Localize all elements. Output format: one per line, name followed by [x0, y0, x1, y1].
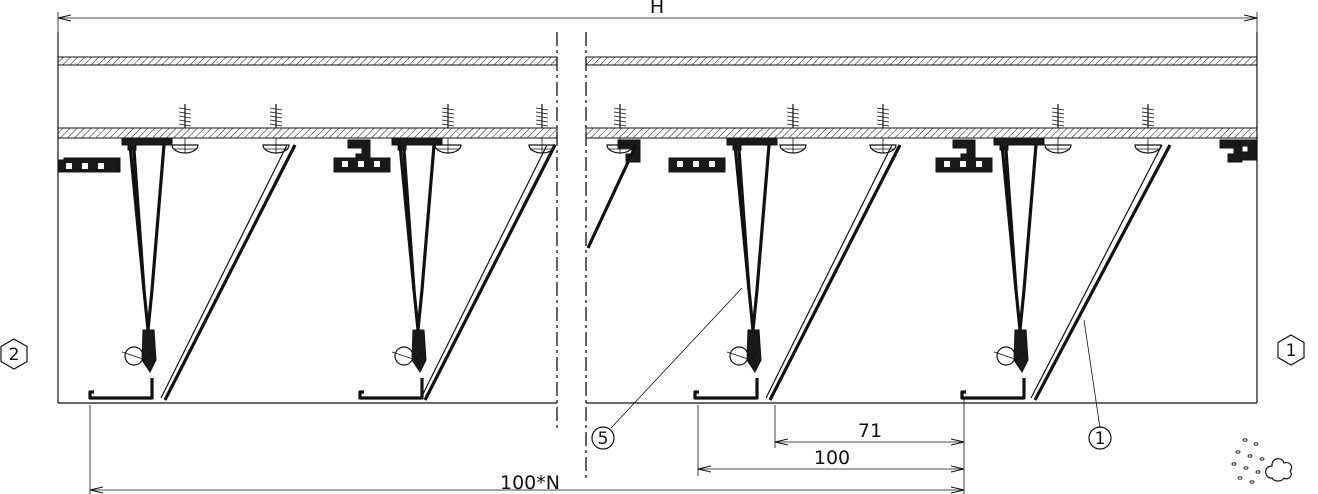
wood-screw-icon	[171, 104, 199, 154]
wood-screw-icon	[606, 104, 634, 154]
callout-hexagon-right: 1	[1277, 334, 1305, 366]
carrier-top-rail	[121, 137, 173, 151]
svg-text:1: 1	[1095, 429, 1106, 449]
wind-symbol-icon	[1231, 438, 1293, 484]
svg-text:5: 5	[598, 429, 609, 449]
carrier-top-rail	[726, 137, 778, 151]
diagonal-panel	[423, 144, 557, 401]
section-frame	[57, 32, 1258, 404]
carrier-profile	[333, 137, 641, 400]
carrier-clamp	[141, 329, 157, 373]
wood-screw-icon	[434, 104, 462, 154]
diagonal-panel-edge	[765, 144, 893, 399]
top-slab	[57, 56, 1258, 66]
diagonal-panel-edge	[420, 144, 548, 399]
carrier-side-clip	[952, 139, 976, 163]
diagonal-panel-edge	[160, 144, 288, 399]
screw-icon	[391, 346, 423, 366]
diagonal-panel-edge	[1030, 144, 1163, 399]
carrier-clamp	[746, 329, 762, 373]
pitch-label: 100	[814, 447, 850, 469]
edge-rail-left	[57, 159, 119, 173]
carrier-inner-web	[737, 149, 751, 291]
mounting-board	[57, 127, 1258, 139]
diagonal-panel	[1033, 144, 1172, 401]
carrier-inner-web	[132, 149, 146, 291]
svg-text:1: 1	[1286, 341, 1297, 361]
carrier-arm-right	[1018, 144, 1038, 331]
callout-hexagon-left: 2	[0, 338, 28, 370]
panel-group	[160, 144, 1172, 401]
wood-screw-icon	[1044, 104, 1072, 154]
carrier-side-clip	[1219, 139, 1243, 163]
carrier-clamp	[411, 329, 427, 373]
carrier-arm-right	[416, 144, 436, 331]
carrier-top-rail	[391, 137, 443, 151]
carrier-profile	[668, 137, 976, 400]
panel-opening-label: 71	[858, 420, 882, 442]
carrier-profile	[935, 137, 1243, 400]
diagonal-panel-partial	[586, 144, 638, 249]
carrier-bottom-profile	[960, 378, 1026, 400]
overall-dimension: H	[57, 0, 1258, 40]
carrier-side-clip	[347, 139, 371, 163]
callout-panel: 1	[1083, 319, 1112, 450]
carrier-profile	[63, 137, 371, 400]
module-total-label: 100*N	[500, 472, 560, 494]
carrier-arm-right	[146, 144, 166, 331]
diagonal-panel	[163, 144, 297, 401]
svg-text:2: 2	[9, 345, 20, 365]
carrier-bottom-profile	[88, 378, 154, 400]
carrier-group	[63, 137, 1243, 400]
carrier-arm-right	[751, 144, 771, 331]
screw-icon	[993, 346, 1025, 366]
edge-clip-right	[1237, 139, 1257, 161]
carrier-inner-web	[1004, 149, 1018, 291]
wood-screw-icon	[262, 104, 290, 154]
wood-screw-icon	[869, 104, 897, 154]
break-lines	[556, 32, 587, 480]
carrier-top-rail	[993, 137, 1045, 151]
carrier-bottom-profile	[693, 378, 759, 400]
dimension-lines: 71 100 100*N	[89, 398, 965, 494]
screw-icon	[726, 346, 758, 366]
wood-screw-icon	[779, 104, 807, 154]
carrier-inner-web	[402, 149, 416, 291]
carrier-clamp	[1013, 329, 1029, 373]
screw-icon	[121, 346, 153, 366]
overall-width-label: H	[650, 0, 664, 18]
diagonal-panel	[768, 144, 902, 401]
screw-group	[171, 104, 1162, 154]
callout-carrier: 5	[591, 287, 743, 450]
carrier-bottom-profile	[358, 378, 424, 400]
